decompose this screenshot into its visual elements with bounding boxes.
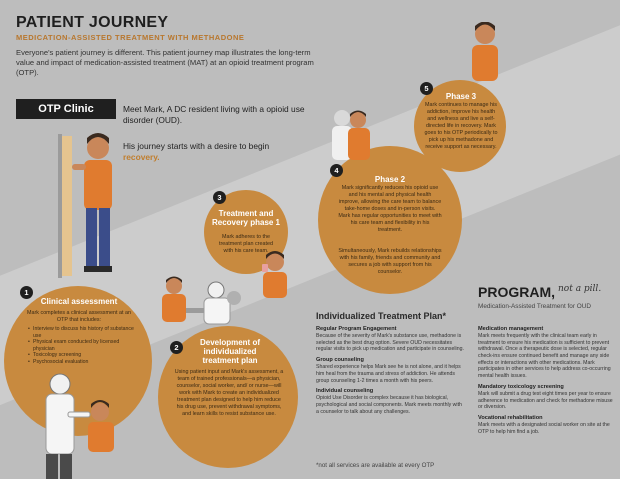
intro-paragraph: Everyone's patient journey is different.… — [16, 48, 314, 77]
itp-heading: Mandatory toxicology screening — [478, 383, 564, 390]
step-2-text: Using patient input and Mark's assessmen… — [174, 369, 284, 418]
itp-text: Shared experience helps Mark see he is n… — [316, 364, 461, 384]
program-tagline: not a pill. — [558, 284, 602, 294]
step-1-text: Mark completes a clinical assessment at … — [27, 310, 131, 324]
step-1-number: 1 — [20, 286, 33, 299]
doctor-exam-illustration — [45, 373, 114, 479]
step-4-text: Mark significantly reduces his opioid us… — [338, 185, 442, 234]
mark-phase-3-illustration — [472, 22, 498, 81]
itp-text: Opioid Use Disorder is complex because i… — [316, 395, 462, 415]
itp-heading: Vocational rehabilitation — [478, 414, 543, 421]
page-subtitle: MEDICATION-ASSISTED TREATMENT WITH METHA… — [16, 33, 245, 42]
itp-heading: Individual counseling — [316, 388, 374, 395]
step-5-circle — [414, 80, 506, 172]
mark-taking-medication-illustration — [262, 251, 287, 298]
journey-start-text: His journey starts with a desire to begi… — [123, 141, 293, 163]
itp-text: Mark meets with a designated social work… — [478, 422, 610, 435]
step-1-item: Interview to discuss his history of subs… — [28, 326, 138, 339]
mark-at-door-illustration — [58, 133, 112, 278]
family-hug-illustration — [332, 110, 370, 160]
care-team-illustration — [162, 276, 241, 325]
recovery-highlight: recovery. — [123, 151, 160, 162]
step-1-item: Toxicology screening — [28, 352, 138, 359]
program-title: PROGRAM, — [478, 284, 555, 300]
step-5-text: Mark continues to manage his addiction, … — [424, 102, 498, 151]
step-1-list: Interview to discuss his history of subs… — [28, 326, 138, 365]
step-3-title: Treatment and Recovery phase 1 — [211, 209, 281, 228]
itp-heading: Group counseling — [316, 357, 364, 364]
step-4-title: Phase 2 — [374, 175, 406, 184]
itp-right-column: Medication management Mark meets frequen… — [478, 326, 614, 435]
step-5-number: 5 — [420, 82, 433, 95]
step-3-number: 3 — [213, 191, 226, 204]
meet-mark-text: Meet Mark, A DC resident living with a o… — [123, 104, 305, 125]
journey-start-prefix: His journey starts with a desire to begi… — [123, 141, 270, 151]
step-1-item: Psychosocial evaluation — [28, 359, 138, 366]
step-4-text-2: Simultaneously, Mark rebuilds relationsh… — [338, 248, 442, 276]
step-2-number: 2 — [170, 341, 183, 354]
itp-heading: Regular Program Engagement — [316, 326, 397, 332]
itp-title: Individualized Treatment Plan* — [316, 311, 447, 321]
step-1-item: Physical exam conducted by licensed phys… — [28, 339, 138, 352]
step-1-title: Clinical assessment — [40, 297, 118, 306]
itp-text: Mark meets frequently with the clinical … — [478, 333, 611, 380]
program-subtitle: Medication-Assisted Treatment for OUD — [478, 303, 591, 310]
page-title: PATIENT JOURNEY — [16, 14, 169, 31]
itp-text: Mark will submit a drug test eight times… — [478, 390, 613, 411]
footnote: *not all services are available at every… — [316, 462, 435, 469]
otp-clinic-tag: OTP Clinic — [16, 99, 116, 119]
step-4-number: 4 — [330, 164, 343, 177]
itp-heading: Medication management — [478, 326, 544, 332]
step-3-text: Mark adheres to the treatment plan creat… — [219, 234, 273, 255]
itp-left-column: Regular Program Engagement Because of th… — [316, 326, 466, 415]
step-2-title: Development of individualized treatment … — [199, 338, 260, 366]
step-5-title: Phase 3 — [445, 92, 477, 101]
itp-text: Because of the severity of Mark's substa… — [316, 333, 464, 353]
